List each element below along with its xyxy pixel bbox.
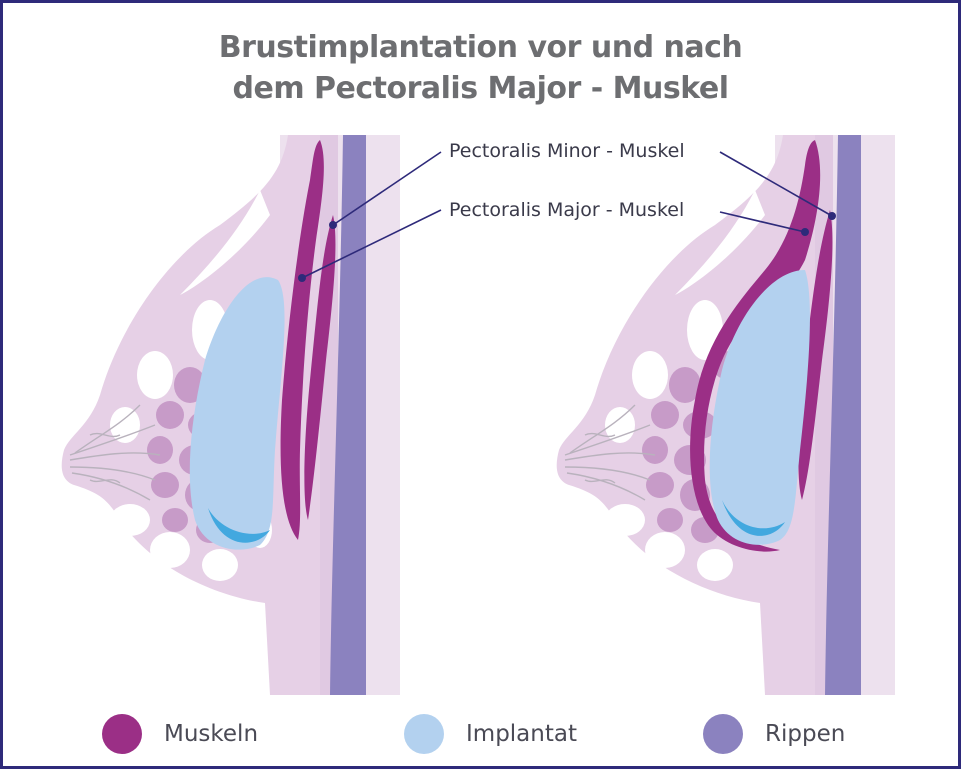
legend-swatch-ribs xyxy=(703,714,743,754)
legend-swatch-muscle xyxy=(102,714,142,754)
legend-item-muskeln: Muskeln xyxy=(102,712,258,756)
legend-label: Muskeln xyxy=(164,721,259,747)
implant-right xyxy=(709,270,810,545)
implant-fold-right xyxy=(722,500,785,536)
label-pectoralis-major: Pectoralis Major - Muskel xyxy=(449,199,685,221)
legend-item-implantat: Implantat xyxy=(404,712,577,756)
illustration-after xyxy=(555,135,896,695)
legend-swatch-implant xyxy=(404,714,444,754)
pectoralis-minor-muscle xyxy=(304,215,336,520)
legend-label: Rippen xyxy=(765,721,846,747)
illustration-before xyxy=(60,135,401,695)
diagram-title: Brustimplantation vor und nach dem Pecto… xyxy=(3,27,958,109)
title-line-1: Brustimplantation vor und nach xyxy=(218,30,743,65)
label-pectoralis-minor: Pectoralis Minor - Muskel xyxy=(449,140,685,162)
pectoralis-major-muscle-right xyxy=(690,140,821,552)
implant xyxy=(189,277,285,550)
pectoralis-major-muscle xyxy=(280,140,324,540)
legend-label: Implantat xyxy=(466,721,577,747)
pectoralis-minor-muscle-right xyxy=(798,210,833,500)
leader-lines xyxy=(301,151,833,279)
title-line-2: dem Pectoralis Major - Muskel xyxy=(232,71,729,106)
legend-item-rippen: Rippen xyxy=(703,712,845,756)
implant-fold xyxy=(208,508,270,543)
